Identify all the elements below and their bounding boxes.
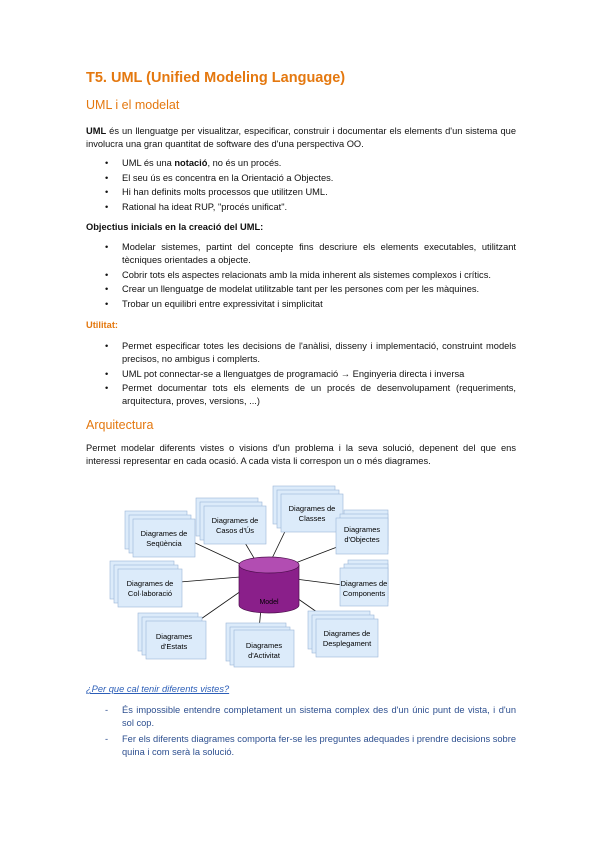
node-label-line2: Seqüència — [146, 539, 182, 548]
section-heading-arquitectura: Arquitectura — [86, 418, 154, 432]
uml-views-diagram: Diagrames de Seqüència Diagrames de Caso… — [109, 485, 389, 668]
node-label-line1: Diagrames — [344, 525, 381, 534]
node-label-line2: d'Estats — [161, 642, 188, 651]
list-item: Fer els diferents diagrames comporta fer… — [86, 733, 516, 759]
list-item: Crear un llenguatge de modelat utilitzab… — [86, 283, 516, 296]
utility-bullets: Permet especificar totes les decisions d… — [86, 340, 516, 410]
diagram-node-estats: Diagrames d'Estats — [137, 612, 207, 660]
node-label-line2: d'Objectes — [344, 535, 379, 544]
architecture-paragraph: Permet modelar diferents vistes o vision… — [86, 443, 516, 466]
list-item: UML pot connectar-se a llenguatges de pr… — [86, 368, 516, 381]
intro-text: és un llenguatge per visualitzar, especi… — [86, 126, 516, 149]
node-label-line1: Diagrames — [156, 632, 193, 641]
list-item: Hi han definits molts processos que util… — [86, 186, 516, 199]
node-label-line2: Classes — [299, 514, 326, 523]
list-item: És impossible entendre completament un s… — [86, 704, 516, 730]
model-cylinder: Model — [238, 556, 300, 614]
diagram-node-activitat: Diagrames d'Activitat — [225, 622, 295, 668]
utility-label: Utilitat: — [86, 320, 119, 330]
node-label-line2: Casos d'Ús — [216, 526, 254, 535]
node-label-line1: Diagrames de — [127, 579, 174, 588]
list-item: Trobar un equilibri entre expressivitat … — [86, 298, 516, 311]
list-item: UML és una notació, no és un procés. — [86, 157, 516, 170]
objectives-label: Objectius inicials en la creació del UML… — [86, 222, 264, 232]
question-link[interactable]: ¿Per que cal tenir diferents vistes? — [86, 684, 230, 694]
diagram-node-casos-us: Diagrames de Casos d'Ús — [195, 497, 267, 545]
list-item: El seu ús es concentra en la Orientació … — [86, 172, 516, 185]
diagram-node-collaboracio: Diagrames de Col·laboració — [109, 560, 183, 608]
node-label-line2: Desplegament — [323, 639, 372, 648]
diagram-node-classes: Diagrames de Classes — [272, 485, 344, 533]
node-label-line2: d'Activitat — [248, 651, 281, 660]
list-item: Permet especificar totes les decisions d… — [86, 340, 516, 366]
objectives-bullets: Modelar sistemes, partint del concepte f… — [86, 241, 516, 312]
uml-bullets: UML és una notació, no és un procés. El … — [86, 157, 516, 215]
diagram-node-sequencia: Diagrames de Seqüència — [124, 510, 196, 558]
node-label-line1: Diagrames — [246, 641, 283, 650]
model-label: Model — [259, 599, 279, 606]
diagram-node-components: Diagrames de Components — [339, 559, 389, 607]
list-item: Rational ha ideat RUP, "procés unificat"… — [86, 201, 516, 214]
node-label-line1: Diagrames de — [212, 516, 259, 525]
section-heading-uml-modelat: UML i el modelat — [86, 98, 180, 112]
list-item: Permet documentar tots els elements de u… — [86, 382, 516, 408]
node-label-line1: Diagrames de — [341, 579, 388, 588]
list-item: Modelar sistemes, partint del concepte f… — [86, 241, 516, 267]
list-item: Cobrir tots els aspectes relacionats amb… — [86, 269, 516, 282]
node-label-line1: Diagrames de — [289, 504, 336, 513]
page-title: T5. UML (Unified Modeling Language) — [86, 70, 346, 86]
diagram-node-objectes: Diagrames d'Objectes — [335, 509, 389, 555]
node-label-line1: Diagrames de — [141, 529, 188, 538]
intro-bold: UML — [86, 126, 107, 136]
intro-paragraph: UML és un llenguatge per visualitzar, es… — [86, 125, 516, 151]
node-label-line1: Diagrames de — [324, 629, 371, 638]
diagram-node-desplegament: Diagrames de Desplegament — [307, 610, 379, 658]
node-label-line2: Components — [343, 589, 386, 598]
node-label-line2: Col·laboració — [128, 589, 172, 598]
answers-list: És impossible entendre completament un s… — [86, 704, 516, 762]
